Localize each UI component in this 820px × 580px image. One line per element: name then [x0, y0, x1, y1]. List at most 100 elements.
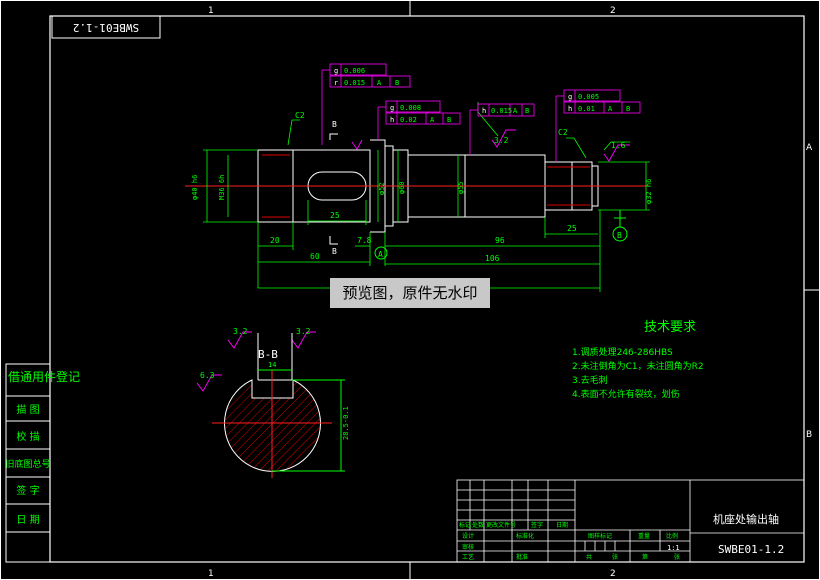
- datum-a-label: A: [378, 250, 383, 259]
- section-b-b: B-B 14 28.5-0.1: [212, 333, 350, 478]
- tolerance-frame-left-top: [321, 63, 411, 145]
- tb-sheet-total: 共: [586, 553, 592, 561]
- tech-item-4: 4.表面不允许有裂纹，划伤: [572, 388, 680, 400]
- registry-row-date: 日 期: [16, 514, 39, 526]
- dim-right-fit: φ32 h6: [645, 179, 653, 204]
- tolerance-frame-right: [555, 89, 641, 162]
- main-view-dimensions: [203, 102, 650, 292]
- zone-top-2: 2: [610, 6, 616, 16]
- tol-lt-value2: 0.015: [344, 79, 365, 87]
- zone-top-1: 1: [208, 6, 214, 16]
- tb-sheet-no: 第: [642, 553, 648, 561]
- zone-right-a: A: [806, 143, 813, 153]
- roughness-3-2-right: 3.2: [296, 327, 311, 336]
- registry-row-sign: 签 字: [16, 484, 39, 497]
- dim-106: 106: [485, 254, 500, 263]
- tb-label-stage: 图样标记: [588, 532, 612, 540]
- tb-label-std: 标准化: [516, 532, 534, 540]
- svg-text:h: h: [390, 116, 394, 124]
- rotated-drawing-number: SWBE01-1.2: [73, 21, 139, 34]
- tech-title: 技术要求: [644, 320, 696, 335]
- drawing-number: SWBE01-1.2: [718, 543, 784, 556]
- tolerance-frame-center: [469, 103, 535, 155]
- tb-label-review: 审核: [462, 543, 474, 551]
- svg-text:h: h: [482, 107, 486, 115]
- tol-r-datum-a: A: [608, 105, 613, 113]
- registry-row-check: 校 描: [16, 430, 39, 443]
- dim-60: 60: [310, 252, 320, 261]
- tb-sheet-unit2: 张: [674, 553, 680, 561]
- tb-label-date: 日期: [556, 521, 568, 529]
- registry-title: 借通用件登记: [8, 369, 80, 384]
- tb-label-sign: 签字: [531, 521, 543, 529]
- tb-label-design: 设计: [462, 532, 474, 540]
- section-mark-top: B: [332, 120, 337, 129]
- tb-label-count: 处数: [472, 521, 484, 529]
- tol-lm-value1: 0.008: [400, 104, 421, 112]
- zone-bottom-2: 2: [610, 569, 616, 579]
- tol-r-datum-b: B: [626, 105, 630, 113]
- dim-25-right: 25: [567, 224, 577, 233]
- roughness-1-6: 1.6: [611, 141, 626, 150]
- tol-c-value: 0.015: [491, 107, 512, 115]
- svg-text:g: g: [390, 104, 394, 112]
- preview-watermark: 预览图，原件无水印: [330, 278, 490, 308]
- tol-r-value2: 0.01: [578, 105, 595, 113]
- tolerance-frame-left-mid: [377, 100, 461, 140]
- dim-20: 20: [270, 236, 280, 245]
- tol-lt-datum-b: B: [395, 79, 399, 87]
- chamfer-c2-left: C2: [295, 111, 305, 120]
- tb-label-process: 工艺: [462, 553, 474, 561]
- registry-row-trace: 描 图: [16, 403, 39, 416]
- tb-label-mark: 标记: [459, 521, 471, 529]
- roughness-symbol-collar: [351, 139, 363, 150]
- roughness-6-3: 6.3: [200, 371, 215, 380]
- tol-lm-datum-b: B: [447, 116, 451, 124]
- tol-lt-datum-a: A: [377, 79, 382, 87]
- roughness-symbol-key-right: [291, 331, 316, 349]
- tb-label-weight: 重量: [638, 532, 650, 540]
- roughness-symbol-center: [491, 129, 516, 148]
- tol-c-datum-a: A: [513, 107, 518, 115]
- dim-phi55: φ55: [457, 181, 465, 194]
- tol-lt-symbol: g: [334, 67, 338, 75]
- zone-bottom-1: 1: [208, 569, 214, 579]
- section-mark-bottom: B: [332, 247, 337, 256]
- dim-phi52: φ52: [378, 182, 386, 195]
- drawing-frame: [49, 15, 805, 563]
- tech-item-3: 3.去毛刺: [572, 374, 608, 386]
- roughness-symbol-key-left: [227, 331, 252, 349]
- dim-14: 14: [268, 361, 276, 369]
- tb-label-scale: 比例: [666, 532, 678, 540]
- tb-sheet-unit1: 张: [612, 553, 618, 561]
- tb-label-change-doc: 更改文件号: [486, 521, 516, 529]
- svg-text:h: h: [568, 105, 572, 113]
- roughness-3-2-left: 3.2: [233, 327, 248, 336]
- tol-c-datum-b: B: [525, 107, 529, 115]
- section-label: B-B: [258, 348, 278, 361]
- tol-lt-value1: 0.006: [344, 67, 365, 75]
- tol-r-value1: 0.005: [578, 93, 599, 101]
- registry-column: 借通用件登记 描 图 校 描 旧底图总号 签 字 日 期: [5, 363, 80, 563]
- datum-b-label: B: [617, 231, 622, 240]
- tech-item-2: 2.未注倒角为C1，未注圆角为R2: [572, 360, 704, 372]
- roughness-symbol-section: [196, 374, 222, 392]
- zone-right-b: B: [806, 430, 812, 440]
- tol-lm-value2: 0.02: [400, 116, 417, 124]
- tb-label-approval: 批准: [516, 553, 528, 561]
- roughness-3-2-center: 3.2: [494, 136, 509, 145]
- dim-left-fit: φ40 h6: [191, 175, 199, 200]
- tol-lt-symbol2: r: [334, 79, 338, 87]
- dim-thread-m36: M36 6h: [218, 175, 226, 200]
- tech-item-1: 1.调质处理246-286HBS: [572, 346, 673, 358]
- roughness-symbol-right: [603, 144, 630, 162]
- tol-lm-datum-a: A: [430, 116, 435, 124]
- dim-7-8: 7.8: [357, 236, 372, 245]
- chamfer-c2-right: C2: [558, 128, 568, 137]
- drawing-name: 机座处输出轴: [713, 512, 779, 526]
- dim-96: 96: [495, 236, 505, 245]
- shaft-main-view: [185, 139, 650, 233]
- svg-text:g: g: [568, 93, 572, 101]
- dim-keyway-25: 25: [330, 211, 340, 220]
